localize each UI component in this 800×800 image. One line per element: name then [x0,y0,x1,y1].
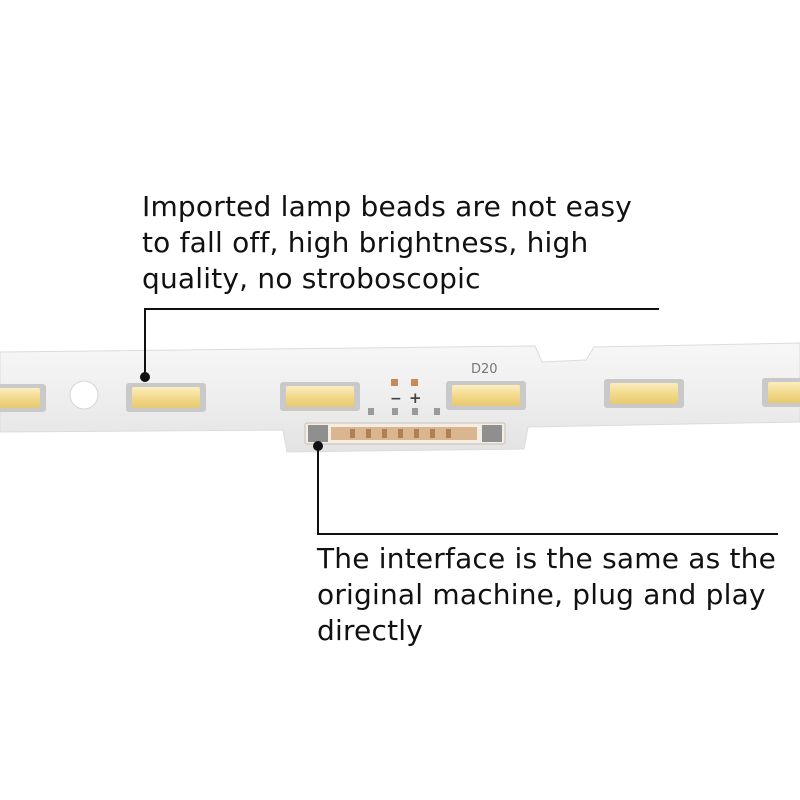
solder-pad [391,379,398,386]
connector [304,422,506,445]
led-bead [0,384,46,412]
minus-mark: − [390,391,402,407]
led-bead [604,379,684,408]
callout-text-line: Imported lamp beads are not easy [142,190,633,223]
callout-text-bottom: The interface is the same as the origina… [317,541,776,649]
led-bead [762,378,800,407]
led-strip-board [0,342,800,453]
plus-mark: + [409,389,422,407]
callout-line-bottom [317,446,778,535]
led-bead [446,381,526,410]
led-bead [126,383,206,412]
callout-text-line: quality, no stroboscopic [142,262,481,295]
mounting-hole [69,380,99,410]
solder-pad [411,379,418,386]
callout-text-line: to fall off, high brightness, high [142,226,589,259]
callout-text-line: The interface is the same as the [317,542,777,575]
callout-dot-bottom [313,441,323,451]
test-points [368,408,440,415]
callout-text-line: original machine, plug and play [317,578,766,611]
led-bead [280,382,360,411]
callout-dot-top [140,372,150,382]
board-label: D20 [471,362,498,377]
callout-text-top: Imported lamp beads are not easy to fall… [142,189,632,297]
callout-line-top [144,308,659,377]
callout-text-line: directly [317,614,423,647]
